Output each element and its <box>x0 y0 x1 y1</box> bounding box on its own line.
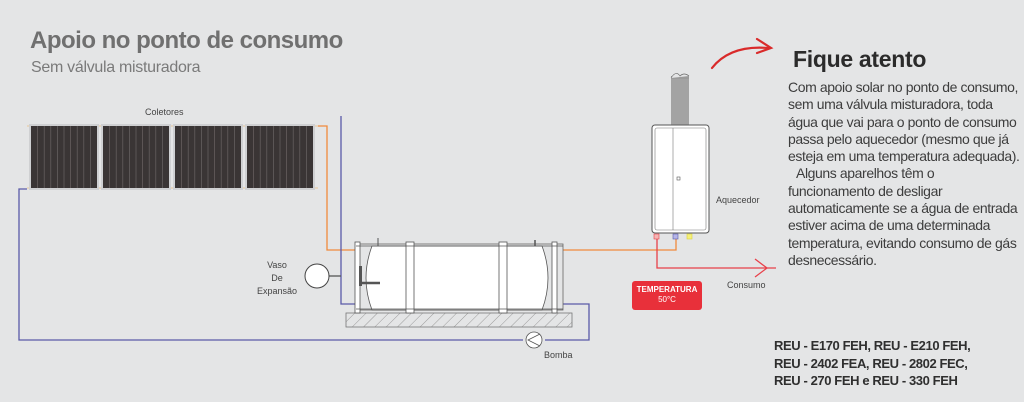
tank-base <box>345 312 573 328</box>
consumption-label: Consumo <box>727 280 766 290</box>
models-line-2: REU - 2402 FEA, REU - 2802 FEC, <box>774 355 968 371</box>
temperature-badge: TEMPERATURA 50°C <box>632 281 702 310</box>
expansion-label-3: Expansão <box>257 286 297 296</box>
consumption-arrowhead <box>754 258 769 278</box>
cold-pipe-supply <box>340 116 356 305</box>
expansion-vessel <box>304 263 330 289</box>
expansion-label-2: De <box>271 273 283 283</box>
aside-paragraph-1: Com apoio solar no ponto de consumo, sem… <box>788 79 1020 165</box>
cold-pipe-return <box>18 188 523 341</box>
temperature-badge-value: 50°C <box>658 295 676 304</box>
gas-heater <box>651 73 710 240</box>
cold-pipe-tank-to-pump <box>545 303 590 341</box>
pump-icon <box>525 331 543 349</box>
curved-arrow-icon <box>710 37 774 70</box>
aside-body: Com apoio solar no ponto de consumo, sem… <box>788 79 1024 269</box>
heater-label: Aquecedor <box>716 195 760 205</box>
hot-pipe-tank-to-heater <box>563 238 677 251</box>
aside-title: Fique atento <box>793 46 927 72</box>
temperature-badge-label: TEMPERATURA <box>636 285 698 294</box>
page-subtitle: Sem válvula misturadora <box>31 59 201 76</box>
consumption-pipe <box>656 238 776 269</box>
storage-tank <box>354 238 564 314</box>
expansion-label-1: Vaso <box>267 260 287 270</box>
solar-collectors <box>27 124 318 190</box>
aside-paragraph-2: Alguns aparelhos têm o funcionamento de … <box>788 165 1018 268</box>
compatible-models: REU - E170 FEH, REU - E210 FEH, REU - 24… <box>774 337 1024 390</box>
models-line-1: REU - E170 FEH, REU - E210 FEH, <box>774 338 971 353</box>
pipes <box>18 116 776 341</box>
pump-label: Bomba <box>544 350 573 360</box>
page-title: Apoio no ponto de consumo <box>30 27 343 54</box>
models-line-3: REU - 270 FEH e REU - 330 FEH <box>774 373 958 388</box>
hot-pipe-collector-to-tank <box>318 125 356 251</box>
collectors-label: Coletores <box>145 107 184 117</box>
